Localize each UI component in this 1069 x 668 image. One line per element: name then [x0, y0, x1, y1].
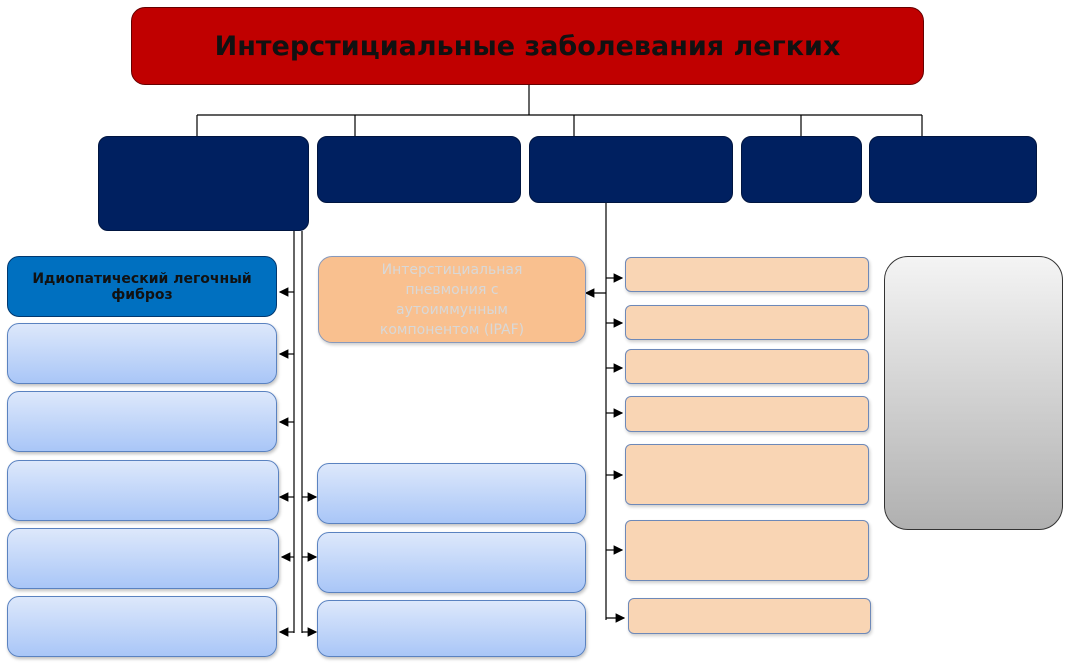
right-box-1: [625, 257, 869, 292]
category-box-3: [529, 136, 733, 203]
left-box-2: [7, 323, 277, 384]
right-box-4: [625, 396, 869, 432]
category-box-1: [98, 136, 309, 231]
right-box-2: [625, 305, 869, 340]
left-box-5: [7, 528, 279, 589]
right-box-5: [625, 444, 869, 505]
middle-box-2: [317, 463, 586, 524]
far-right-box: [884, 256, 1063, 530]
ipaf-box: Интерстициальная пневмония с аутоиммунны…: [318, 256, 586, 343]
right-box-3: [625, 349, 869, 384]
category-box-2: [317, 136, 521, 203]
left-box-6: [7, 596, 277, 657]
category-box-4: [741, 136, 862, 203]
middle-box-3: [317, 532, 586, 593]
right-box-7: [628, 598, 871, 634]
left-box-3: [7, 391, 277, 452]
middle-box-4: [317, 600, 586, 657]
ipf-box: Идиопатический легочный фиброз: [7, 256, 277, 317]
right-box-6: [625, 520, 869, 581]
category-box-5: [869, 136, 1037, 203]
left-box-4: [7, 460, 279, 521]
diagram-title: Интерстициальные заболевания легких: [131, 7, 924, 85]
